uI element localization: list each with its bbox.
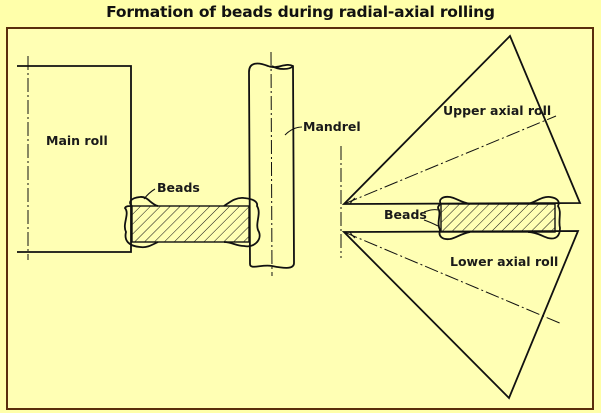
beads-leader-right [423, 209, 439, 227]
mandrel-top-ellipse [271, 65, 294, 70]
ring-section-right: Beads [384, 195, 561, 241]
mandrel-label: Mandrel [303, 119, 361, 134]
mandrel: Mandrel [248, 51, 361, 277]
main-roll-label: Main roll [46, 133, 108, 148]
upper-axial-roll-outline [341, 34, 582, 205]
lower-axial-roll-centerline [343, 231, 563, 325]
ring-hatched-section [131, 205, 250, 243]
ring-hatched-section-right [440, 203, 556, 233]
upper-axial-roll: Upper axial roll [341, 34, 582, 205]
beads-outline-right [437, 195, 561, 241]
beads-label-left: Beads [157, 180, 200, 195]
beads-outline-left [123, 196, 261, 249]
upper-axial-roll-centerline [343, 115, 557, 205]
lower-axial-roll-label: Lower axial roll [450, 254, 558, 269]
upper-angle-arc [349, 197, 356, 205]
main-roll: Main roll [17, 56, 132, 260]
lower-angle-arc [349, 231, 356, 239]
ring-section-left: Beads [123, 180, 261, 249]
mandrel-leader [284, 126, 303, 136]
beads-label-right: Beads [384, 207, 427, 222]
mandrel-centerline [270, 51, 273, 277]
mandrel-outline [248, 62, 295, 269]
beads-leader-left [143, 188, 156, 200]
diagram-title: Formation of beads during radial-axial r… [106, 3, 495, 21]
lower-axial-roll: Lower axial roll [341, 230, 580, 400]
upper-axial-roll-label: Upper axial roll [443, 103, 551, 118]
main-roll-outline [17, 65, 132, 253]
